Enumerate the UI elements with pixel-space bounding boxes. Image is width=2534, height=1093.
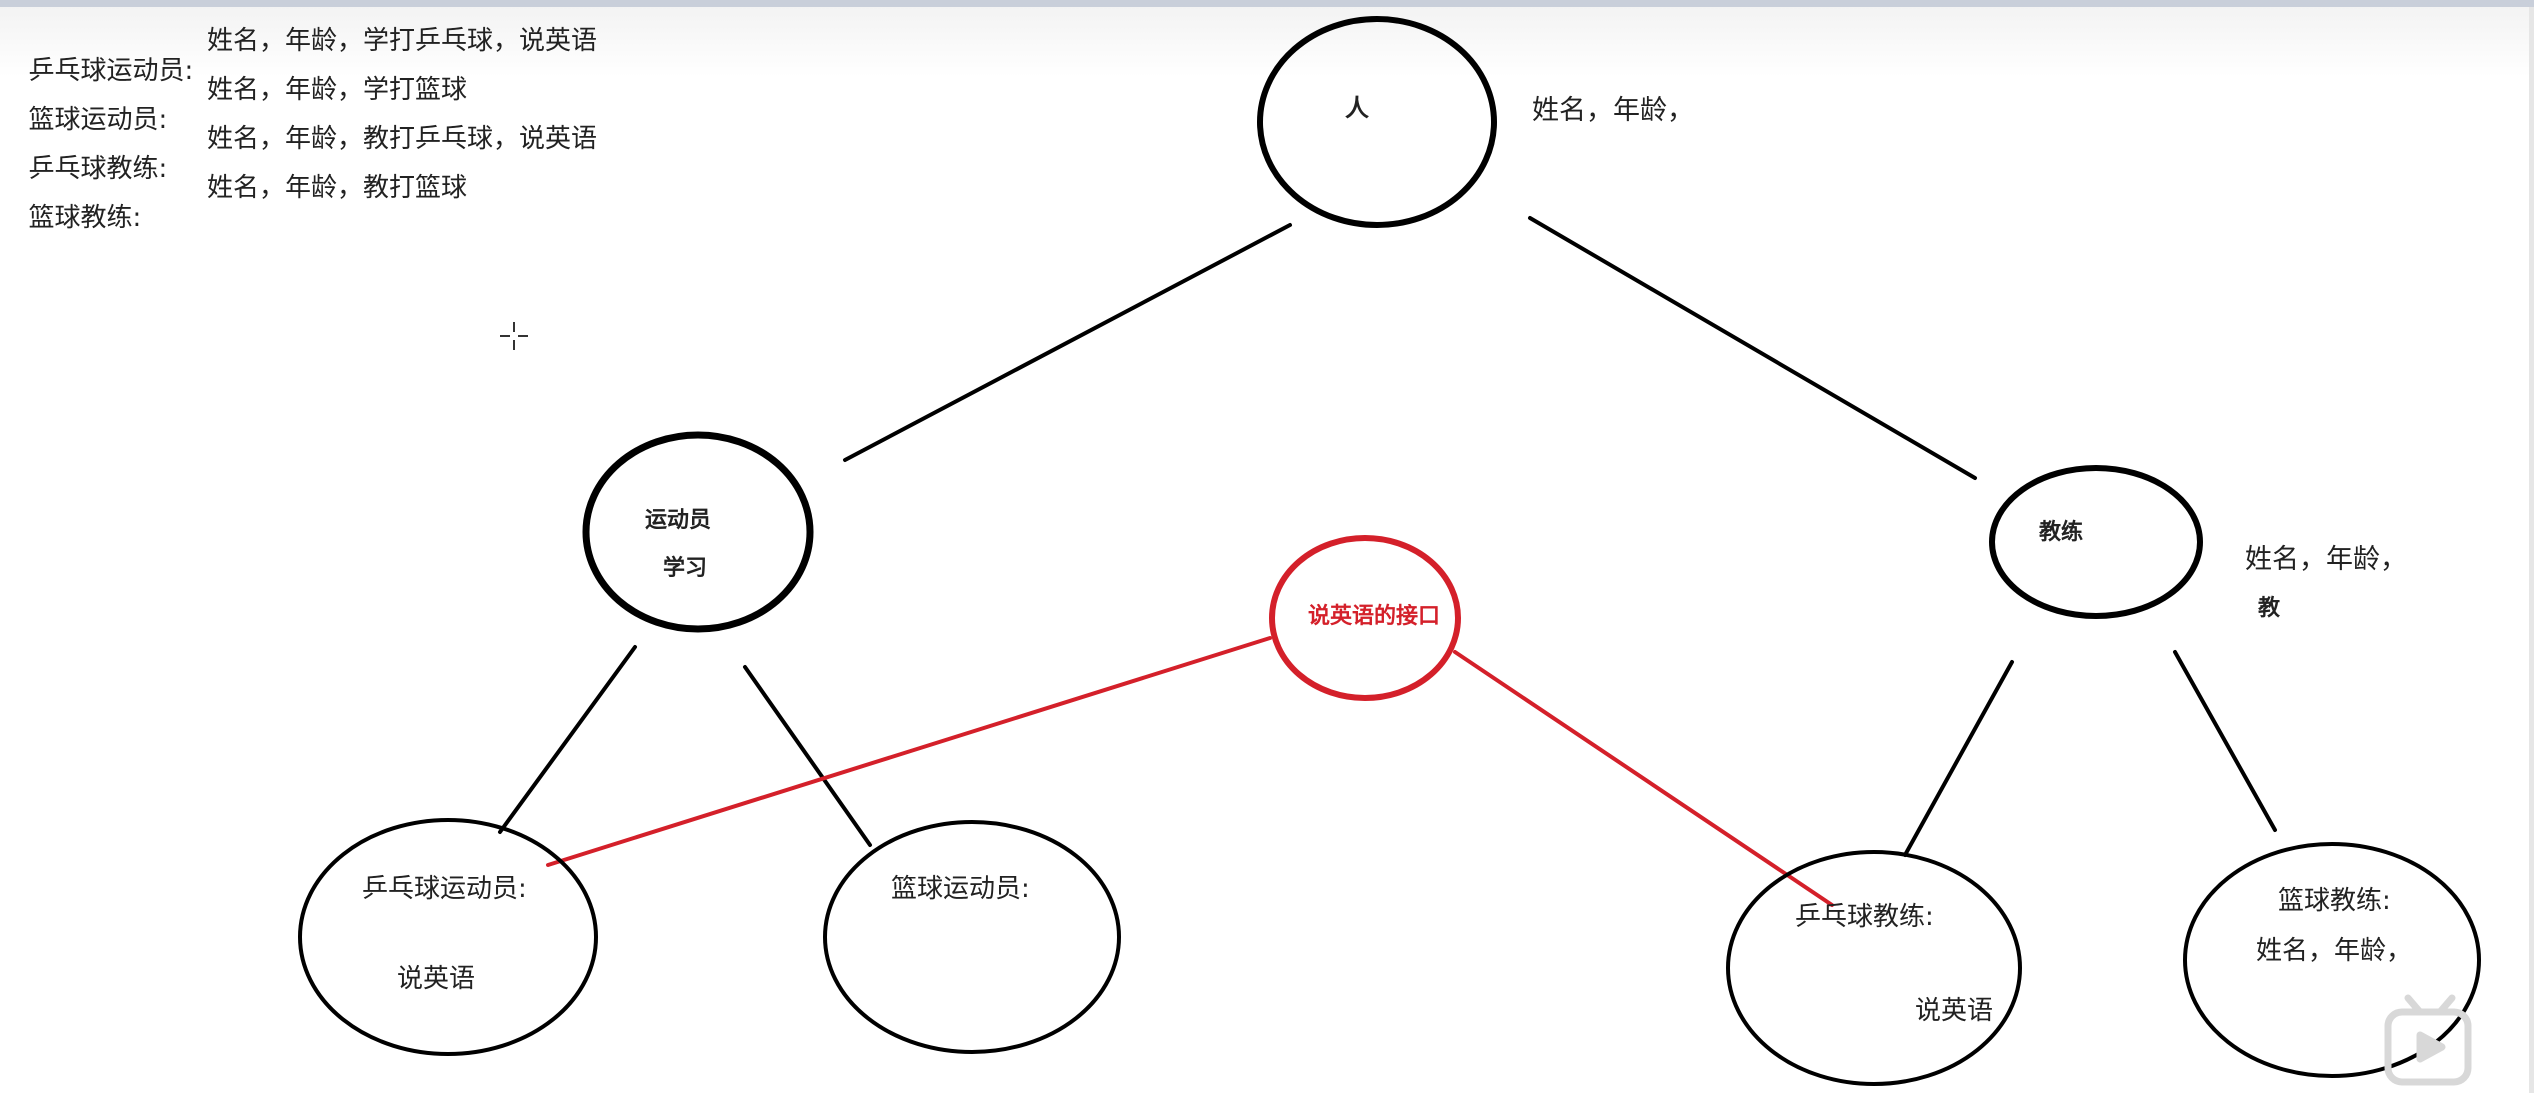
node-ping-coach [1726,850,2022,1086]
basket-athlete-label: 篮球运动员: [891,874,1030,904]
edge-athlete-basket [743,665,872,847]
requirement-attrs: 姓名，年龄，教打篮球 [207,173,468,203]
crosshair-cursor-icon [500,322,528,350]
coach-teach: 教 [2258,596,2281,621]
ping-athlete-label: 乒乓球运动员: [362,874,527,904]
requirement-line-2: 篮球运动员: 姓名，年龄，学打篮球 [12,69,467,136]
athlete-label: 运动员 [645,508,712,533]
window-top-bar [0,0,2534,7]
requirement-line-1: 乒乓球运动员: 姓名，年龄，学打乒乓球，说英语 [12,20,597,87]
athlete-sub: 学习 [663,556,708,581]
requirement-line-3: 乒乓球教练: 姓名，年龄，教打乒乓球，说英语 [12,118,597,185]
person-label: 人 [1345,94,1369,122]
right-edge-strip [2529,7,2534,1093]
node-coach [1989,465,2203,619]
ping-coach-label: 乒乓球教练: [1795,902,1934,932]
interface-label: 说英语的接口 [1308,604,1441,629]
ping-athlete-sub: 说英语 [397,964,476,994]
node-basket-coach [2183,842,2481,1078]
basket-coach-label: 篮球教练: [2278,886,2391,916]
node-person [1257,16,1497,228]
requirement-attrs: 姓名，年龄，学打篮球 [207,75,468,105]
requirement-attrs: 姓名，年龄，教打乒乓球，说英语 [207,124,598,154]
person-attrs: 姓名，年龄， [1532,95,1694,126]
requirement-attrs: 姓名，年龄，学打乒乓球，说英语 [207,26,598,56]
edge-coach-ping [1903,660,2014,857]
edge-person-coach [1528,216,1977,480]
edge-person-athlete [843,223,1292,462]
requirement-role: 乒乓球教练: [28,154,168,184]
basket-coach-attrs: 姓名，年龄， [2256,936,2413,966]
coach-attrs: 姓名，年龄， [2245,544,2407,575]
ping-coach-sub: 说英语 [1915,996,1994,1026]
edge-athlete-ping [498,645,637,834]
requirement-role: 篮球教练: [28,203,142,233]
edge-interface-ping-coach [1453,650,1834,907]
requirement-line-4: 篮球教练: 姓名，年龄，教打篮球 [12,167,467,234]
node-basket-athlete [823,820,1121,1054]
video-player-logo-icon [2384,994,2472,1086]
requirement-role: 篮球运动员: [28,105,168,135]
top-fade [0,7,2534,77]
node-athlete [582,431,814,633]
node-ping-athlete [298,818,598,1056]
node-interface [1269,535,1461,701]
edge-interface-ping-athlete [546,636,1272,867]
edge-coach-basket [2173,650,2277,832]
requirement-role: 乒乓球运动员: [28,56,194,86]
coach-label: 教练 [2039,520,2084,545]
